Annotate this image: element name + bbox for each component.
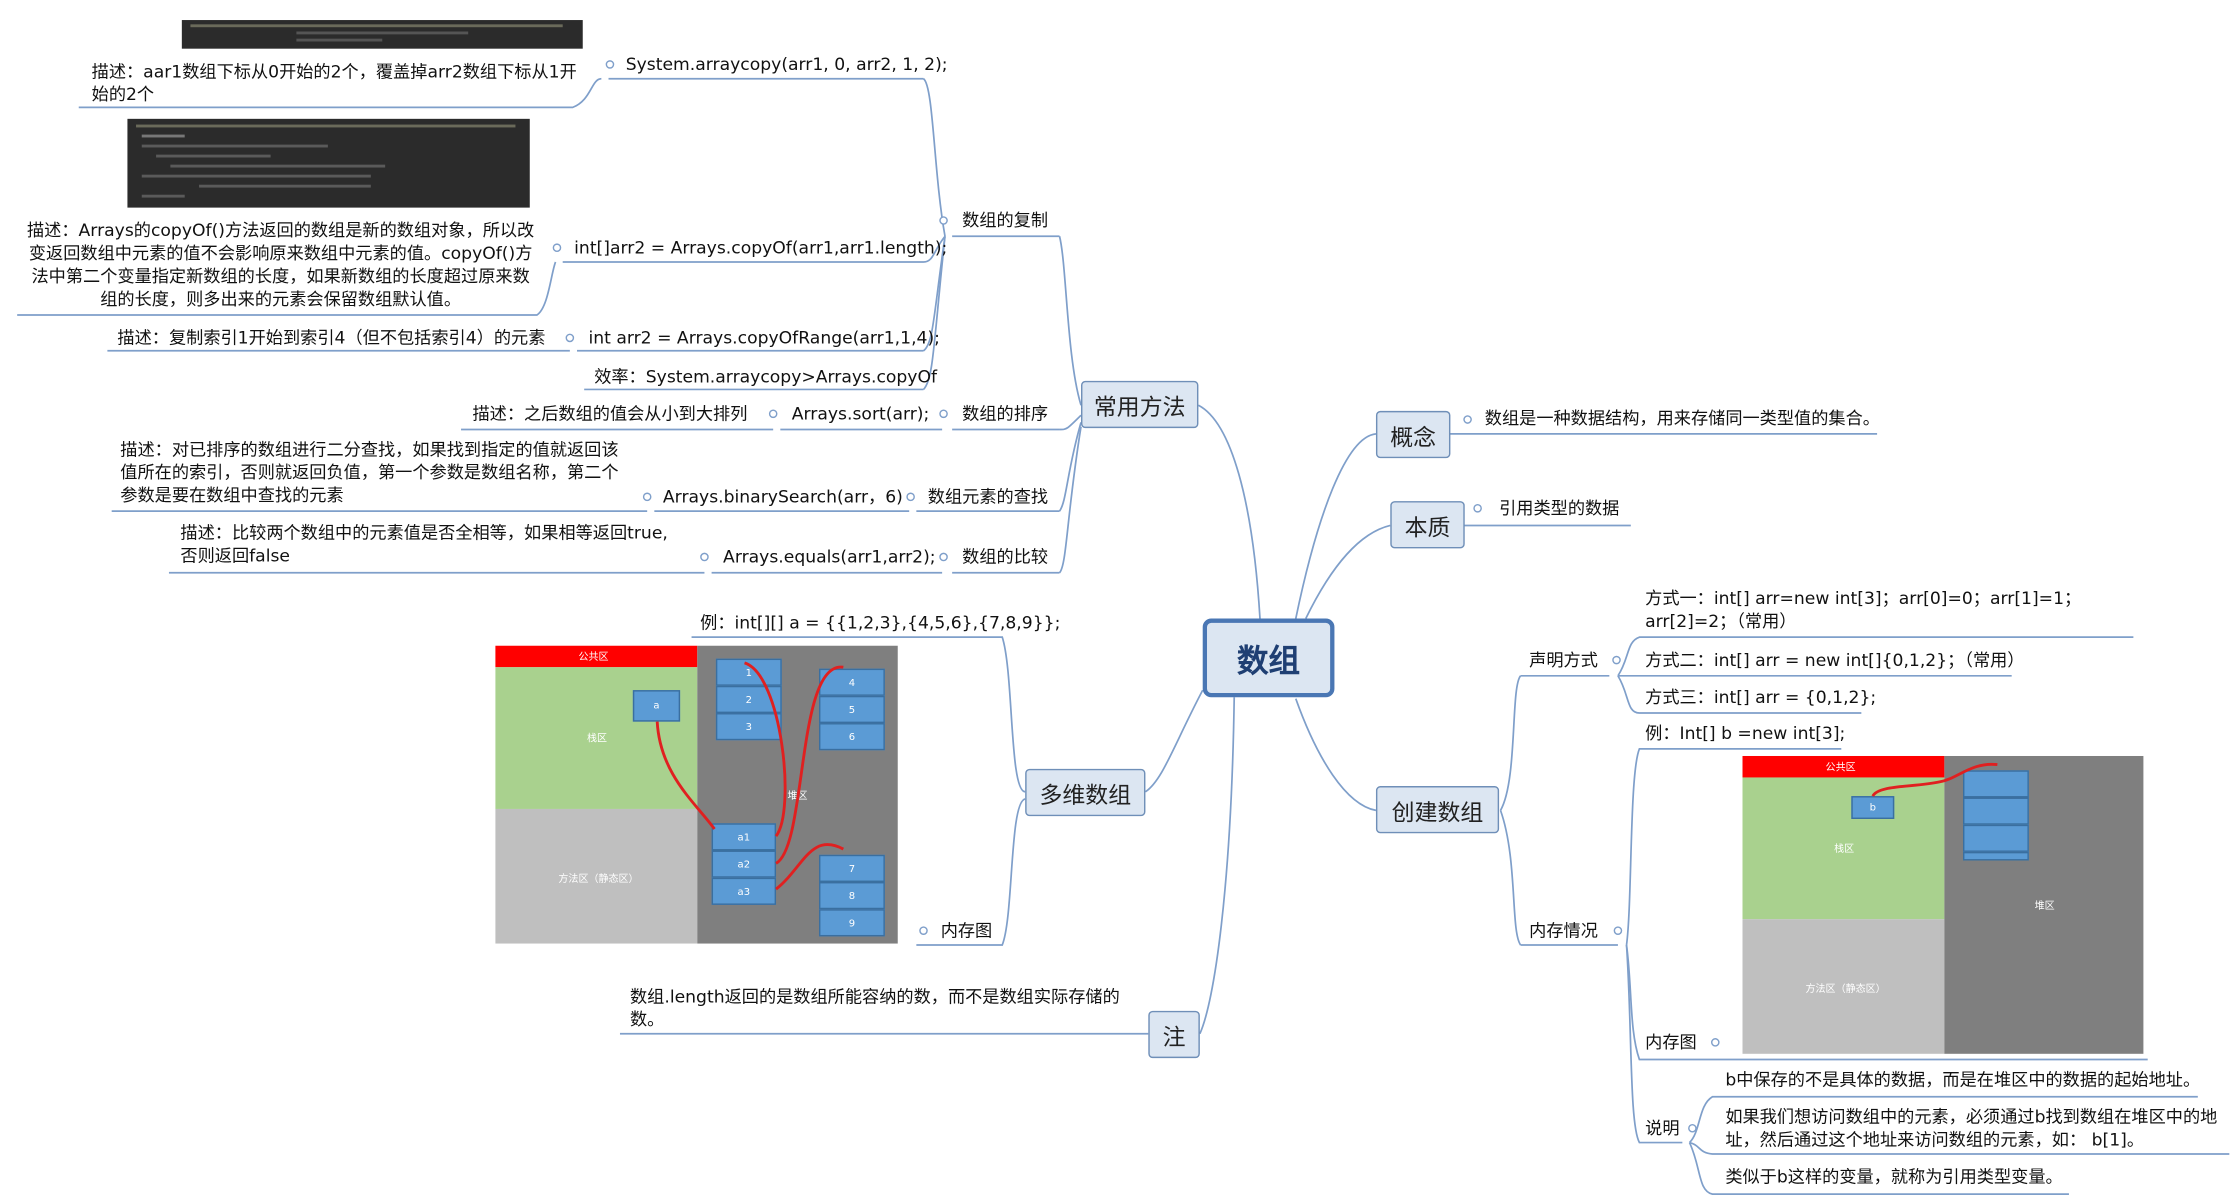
code-screenshot-arraycopy [181, 20, 583, 49]
row2-cell-1: 5 [818, 695, 885, 724]
copy-label[interactable]: 数组的复制 [962, 210, 1049, 231]
root-topic[interactable]: 数组 [1202, 618, 1335, 698]
memory-example: 例：Int[] b =new int[3]; [1645, 723, 1846, 744]
essence-text: 引用类型的数据 [1499, 498, 1620, 519]
var-a-cell: a [632, 690, 681, 722]
collapse-icon[interactable] [605, 60, 615, 69]
memory-diagram-single: 公共区 栈区 方法区（静态区） 堆区 b [1742, 755, 2144, 1054]
public-area-label: 公共区 [578, 651, 609, 663]
row3-cell-2: 9 [818, 909, 885, 937]
efficiency-text: 效率：System.arraycopy>Arrays.copyOf [594, 366, 938, 387]
explain-label[interactable]: 说明 [1645, 1118, 1680, 1139]
collapse-icon[interactable] [939, 216, 948, 225]
search-label[interactable]: 数组元素的查找 [927, 486, 1049, 507]
collapse-icon[interactable] [642, 492, 652, 502]
copyof-code[interactable]: int[]arr2 = Arrays.copyOf(arr1,arr1.leng… [574, 237, 948, 258]
ref-cell-a2: a2 [711, 850, 777, 878]
collapse-icon[interactable] [939, 552, 948, 562]
reference-arrows [1871, 762, 1998, 798]
copyofrange-code[interactable]: int arr2 = Arrays.copyOfRange(arr1,1,4); [588, 327, 940, 348]
ref-cell-a3: a3 [711, 877, 777, 905]
row1-cell-1: 2 [715, 685, 782, 714]
stack-area-label: 栈区 [587, 733, 608, 745]
reference-arrows [655, 661, 844, 891]
branch-create[interactable]: 创建数组 [1375, 786, 1500, 834]
declare-way2: 方式二：int[] arr = new int[]{0,1,2}；（常用） [1645, 650, 2025, 671]
heap-cell-3 [1962, 851, 2029, 861]
collapse-icon[interactable] [700, 552, 709, 562]
collapse-icon[interactable] [1613, 926, 1623, 935]
method-area-label: 方法区（静态区） [1805, 983, 1886, 996]
branch-common-methods[interactable]: 常用方法 [1081, 380, 1199, 429]
search-code[interactable]: Arrays.binarySearch(arr，6) [662, 486, 903, 507]
heap-area-label: 堆区 [2034, 900, 2055, 913]
concept-text: 数组是一种数据结构，用来存储同一类型值的集合。 [1484, 408, 1880, 429]
compare-code[interactable]: Arrays.equals(arr1,arr2); [723, 546, 936, 567]
collapse-icon[interactable] [1688, 1123, 1697, 1133]
collapse-icon[interactable] [768, 409, 778, 419]
search-desc: 描述：对已排序的数组进行二分查找，如果找到指定的值就返回该值所在的索引，否则就返… [120, 439, 619, 506]
sort-label[interactable]: 数组的排序 [962, 403, 1049, 424]
branch-concept[interactable]: 概念 [1375, 410, 1451, 459]
heap-cell-0 [1962, 770, 2029, 798]
memory-label[interactable]: 内存情况 [1529, 920, 1598, 941]
explain-item-2: 类似于b这样的变量，就称为引用类型变量。 [1725, 1166, 2063, 1187]
copyofrange-desc: 描述：复制索引1开始到索引4（但不包括索引4）的元素 [117, 327, 546, 348]
collapse-icon[interactable] [906, 492, 915, 502]
declare-way3: 方式三：int[] arr = {0,1,2}; [1645, 687, 1877, 708]
explain-item-1: 如果我们想访问数组中的元素，必须通过b找到数组在堆区中的地址，然后通过这个地址来… [1725, 1106, 2218, 1150]
branch-note[interactable]: 注 [1148, 1010, 1200, 1059]
public-area-label: 公共区 [1825, 761, 1856, 774]
collapse-icon[interactable] [939, 409, 948, 419]
collapse-icon[interactable] [1711, 1038, 1720, 1047]
copyof-desc: 描述：Arrays的copyOf()方法返回的数组是新的数组对象，所以改变返回数… [27, 220, 535, 310]
stack-area-label: 栈区 [1834, 843, 1855, 855]
declare-way1: 方式一：int[] arr=new int[3]；arr[0]=0；arr[1]… [1645, 588, 2082, 632]
branch-multi-dim[interactable]: 多维数组 [1025, 768, 1146, 817]
arraycopy-code[interactable]: System.arraycopy(arr1, 0, arr2, 1, 2); [625, 54, 948, 75]
memory-diagram-label[interactable]: 内存图 [1645, 1032, 1697, 1053]
memory-diagram-multi-dim: 公共区 栈区 方法区（静态区） 堆区 a 1 2 3 4 5 6 a1 a2 a… [495, 645, 898, 944]
method-area-label: 方法区（静态区） [558, 873, 639, 885]
multi-dim-example: 例：int[][] a = {{1,2,3},{4,5,6},{7,8,9}}; [700, 612, 1061, 633]
row1-cell-2: 3 [715, 713, 782, 741]
note-text: 数组.length返回的是数组所能容纳的数，而不是数组实际存储的数。 [629, 986, 1120, 1030]
collapse-icon[interactable] [552, 243, 562, 252]
collapse-icon[interactable] [1463, 415, 1472, 424]
collapse-icon[interactable] [565, 333, 575, 343]
heap-cell-2 [1962, 824, 2029, 852]
row3-cell-0: 7 [818, 854, 885, 882]
row1-cell-0: 1 [715, 658, 782, 686]
compare-desc: 描述：比较两个数组中的元素值是否全相等，如果相等返回true,否则返回false [180, 522, 668, 566]
compare-label[interactable]: 数组的比较 [962, 546, 1049, 567]
collapse-icon[interactable] [1473, 503, 1482, 513]
declare-label[interactable]: 声明方式 [1529, 650, 1598, 671]
code-screenshot-copyof [127, 118, 530, 208]
multi-dim-memory-label[interactable]: 内存图 [940, 920, 993, 941]
sort-code[interactable]: Arrays.sort(arr); [791, 403, 930, 424]
ref-cell-a1: a1 [711, 823, 777, 851]
explain-item-0: b中保存的不是具体的数据，而是在堆区中的数据的起始地址。 [1725, 1069, 2201, 1090]
row2-cell-2: 6 [818, 723, 885, 751]
sort-desc: 描述：之后数组的值会从小到大排列 [472, 403, 748, 424]
branch-essence[interactable]: 本质 [1390, 501, 1465, 549]
collapse-icon[interactable] [1612, 655, 1621, 665]
heap-cell-1 [1962, 797, 2029, 825]
row3-cell-1: 8 [818, 881, 885, 910]
var-b-cell: b [1851, 796, 1895, 819]
collapse-icon[interactable] [919, 926, 928, 935]
arraycopy-desc: 描述：aar1数组下标从0开始的2个，覆盖掉arr2数组下标从1开始的2个 [91, 61, 577, 105]
